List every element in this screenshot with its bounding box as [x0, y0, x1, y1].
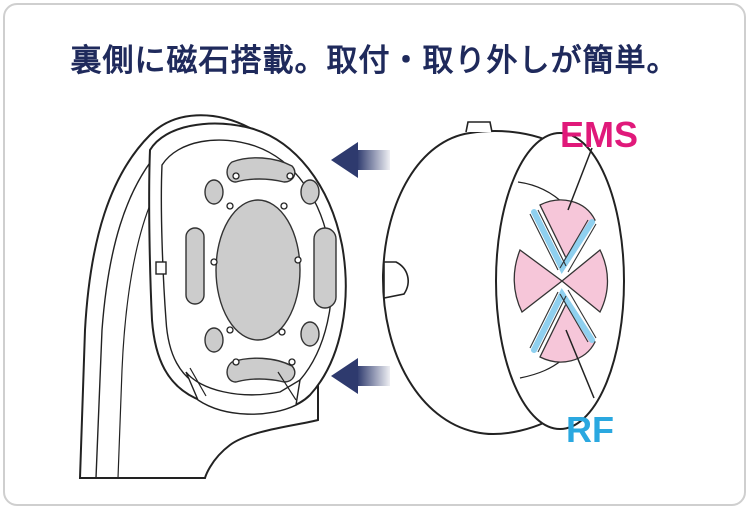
arrow-left-icon	[331, 358, 358, 394]
ems-pads	[513, 199, 609, 363]
rf-leader	[565, 329, 595, 399]
arrow-left-icon	[331, 142, 358, 178]
rf-electrodes	[531, 209, 595, 353]
rf-label: RF	[566, 409, 614, 450]
electrode-pads	[185, 157, 337, 383]
device-head	[148, 122, 347, 415]
arrow-bottom	[331, 358, 390, 394]
page-title: 裏側に磁石搭載。取付・取り外しが簡単。	[70, 43, 679, 79]
detachable-head	[381, 121, 625, 435]
arrow-top	[331, 142, 390, 178]
ems-label: EMS	[560, 114, 638, 155]
magnet-holes	[210, 172, 302, 366]
ems-leader	[567, 147, 593, 211]
